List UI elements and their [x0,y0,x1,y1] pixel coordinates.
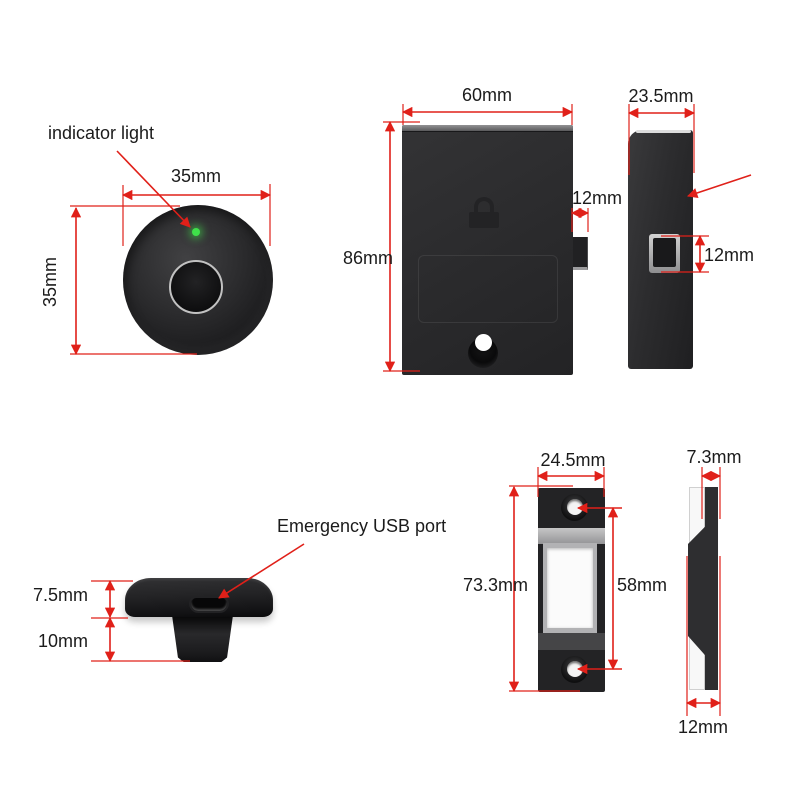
strike-plate-gray-band [538,528,605,544]
latch-front-view [573,237,588,270]
strike-plate-lower-band [538,633,605,650]
latch-width-dimension: 12mm [572,188,623,208]
screw-hole-spacing-dimension: 58mm [617,575,668,595]
latch-face [653,238,676,267]
knob-cap-height-dimension: 7.5mm [32,585,88,605]
knob-width-dimension: 35mm [170,166,221,186]
padlock-body [469,212,499,228]
fingerprint-knob-front-view [123,205,273,355]
strike-plate-height-dimension: 73.3mm [462,575,528,595]
lock-body-label-area [418,255,558,323]
lock-width-dimension: 60mm [461,85,512,105]
strike-plate-base-dimension: 12mm [677,717,728,737]
strike-plate-cutout [547,548,593,628]
usb-port [189,596,229,613]
lock-body-side-top-highlight [636,130,691,133]
strike-plate-front-view [538,488,605,692]
lock-height-dimension: 86mm [343,248,394,268]
strike-plate-ridge-dimension: 7.3mm [686,447,742,467]
screw-hole-top-center [567,499,583,515]
lock-body-top-edge [402,125,573,132]
padlock-shackle [474,197,494,213]
usb-port-callout: Emergency USB port [277,516,447,536]
fingerprint-sensor-ring [169,260,223,314]
latch-height-dimension: 12mm [704,245,755,265]
indicator-light-callout: indicator light [48,123,155,143]
knob-stem [172,617,233,662]
knob-stem-height-dimension: 10mm [37,631,88,651]
latch-side-view [649,234,680,273]
lock-body-side-view [628,130,693,369]
screw-hole-bottom-center [567,661,583,677]
spindle-hole-center [475,334,492,351]
knob-side-view [125,578,274,662]
strike-plate-side-view [687,487,720,690]
lock-depth-dimension: 23.5mm [628,86,694,106]
strike-plate-width-dimension: 24.5mm [540,450,606,470]
lock-body-front-view [402,125,573,375]
knob-height-dimension: 35mm [40,257,60,308]
padlock-icon [467,197,501,233]
indicator-led [192,228,200,236]
